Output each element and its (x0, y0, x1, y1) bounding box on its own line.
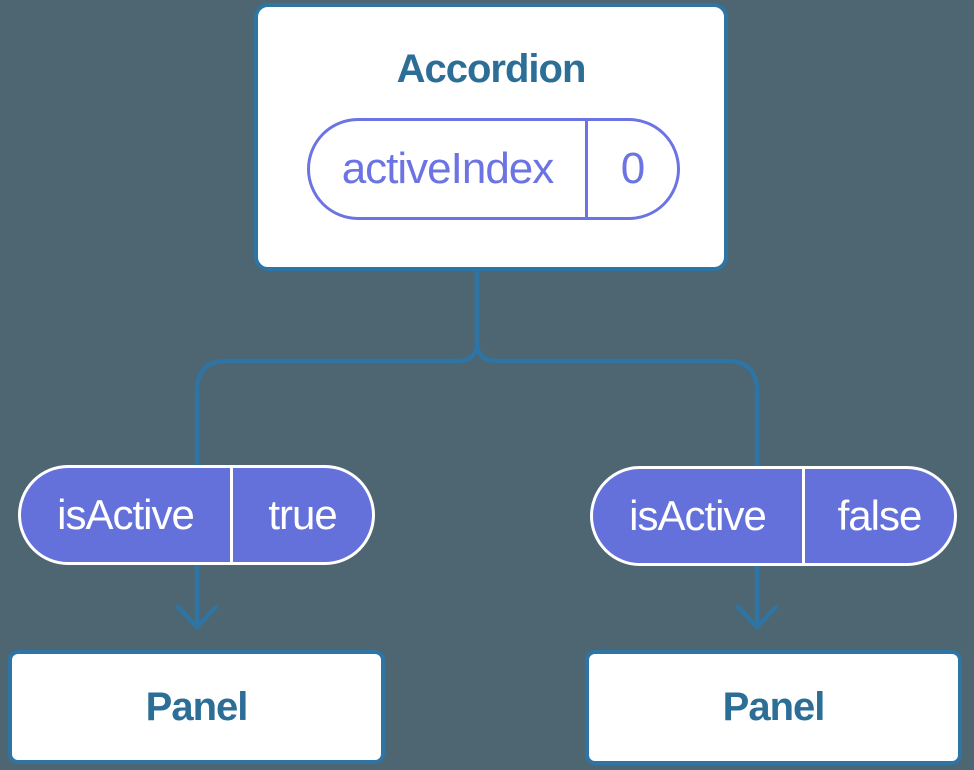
arrow-down-icon (735, 604, 779, 630)
panel-component-card-right: Panel (585, 650, 962, 765)
pill-divider (802, 469, 805, 563)
component-title: Accordion (396, 47, 587, 91)
prop-value: true (268, 491, 337, 538)
accordion-component-card: Accordion activeIndex 0 (254, 3, 728, 271)
prop-name: isActive (629, 492, 767, 539)
branch-line-right (474, 266, 760, 627)
prop-value: false (837, 492, 923, 539)
prop-pill-right: isActive false (590, 466, 957, 566)
panel-component-card-left: Panel (8, 650, 385, 764)
state-value: 0 (620, 144, 645, 193)
state-pill: activeIndex 0 (307, 118, 680, 220)
prop-name: isActive (57, 491, 195, 538)
pill-divider (585, 121, 588, 217)
pill-divider (230, 468, 233, 562)
prop-pill-left: isActive true (18, 465, 375, 565)
state-name: activeIndex (341, 144, 555, 193)
arrow-down-icon (175, 604, 219, 630)
branch-line-left (194, 266, 480, 627)
